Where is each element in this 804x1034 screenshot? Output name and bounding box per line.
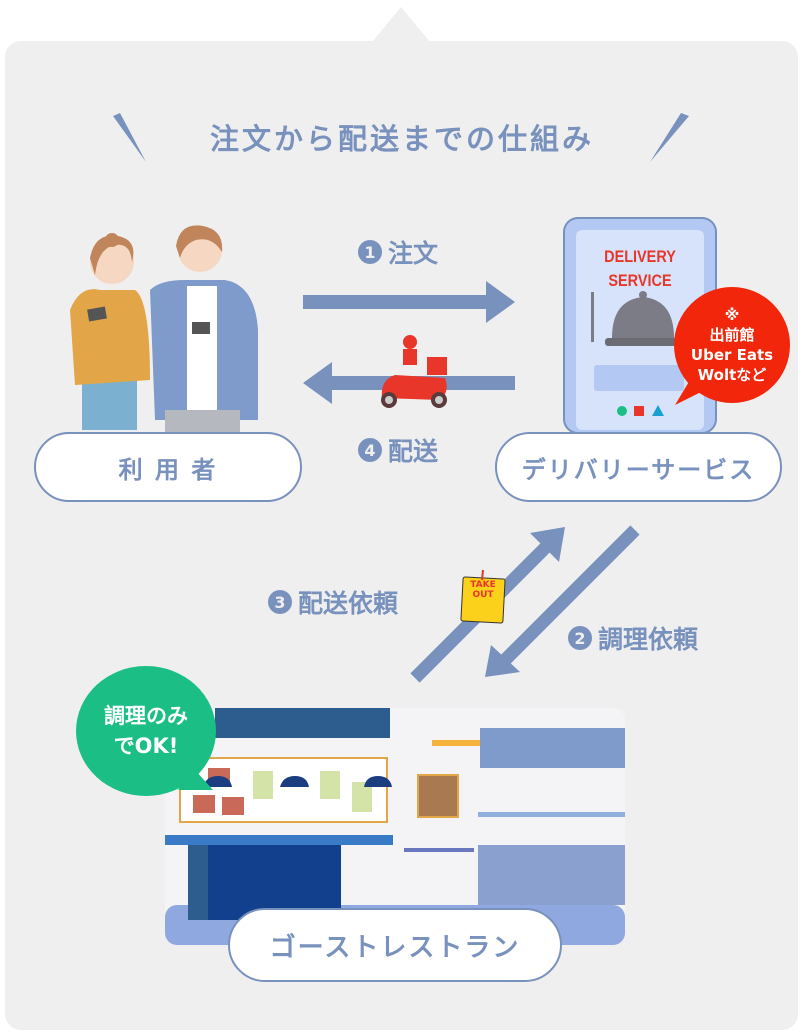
ghost-restaurant-node: ゴーストレストラン xyxy=(228,908,562,982)
service-wolt: Woltなど xyxy=(697,366,767,384)
step-1-label: 1 注文 xyxy=(358,234,438,270)
title-slash-left xyxy=(113,113,146,162)
cooking-only-bubble: 調理のみ でOK! xyxy=(76,666,216,796)
arrow-cooking-request xyxy=(485,525,640,677)
service-uber-eats: Uber Eats xyxy=(690,346,774,364)
note-mark: ※ xyxy=(724,306,740,324)
phone-title-line2: SERVICE xyxy=(608,271,672,290)
title-slash-right xyxy=(650,113,689,162)
step-3-label: 3 配送依頼 xyxy=(268,584,398,620)
bubble-line2: でOK! xyxy=(113,734,179,758)
delivery-service-node: デリバリーサービス xyxy=(495,432,782,502)
step-text: 配送 xyxy=(388,437,439,466)
users-illustration xyxy=(70,225,258,432)
phone-title-line1: DELIVERY xyxy=(604,247,676,266)
takeout-line1: TAKE xyxy=(470,580,496,590)
takeout-bag-illustration xyxy=(460,569,506,624)
user-node: 利 用 者 xyxy=(34,432,302,502)
step-text: 調理依頼 xyxy=(598,625,699,654)
step-text: 配送依頼 xyxy=(298,589,399,618)
step-number-badge: 4 xyxy=(358,438,382,462)
step-4-label: 4 配送 xyxy=(358,432,438,468)
step-number-badge: 2 xyxy=(568,626,592,650)
service-demaecan: 出前館 xyxy=(709,326,755,344)
step-2-label: 2 調理依頼 xyxy=(568,620,698,656)
page-title: 注文から配送までの仕組み xyxy=(209,122,594,156)
phone-screen-title: DELIVERY SERVICE xyxy=(602,245,679,293)
step-number-badge: 1 xyxy=(358,240,382,264)
scooter-illustration xyxy=(381,335,447,408)
phone-illustration xyxy=(563,217,717,434)
card-notch xyxy=(372,7,430,42)
takeout-line2: OUT xyxy=(472,590,494,600)
takeout-label: TAKE OUT xyxy=(463,580,503,600)
bubble-line1: 調理のみ xyxy=(104,704,188,728)
arrow-order xyxy=(303,281,515,323)
step-text: 注文 xyxy=(388,239,439,268)
step-number-badge: 3 xyxy=(268,590,292,614)
green-bubble-tail xyxy=(178,770,213,790)
delivery-services-bubble: ※ 出前館 Uber Eats Woltなど xyxy=(674,287,790,403)
